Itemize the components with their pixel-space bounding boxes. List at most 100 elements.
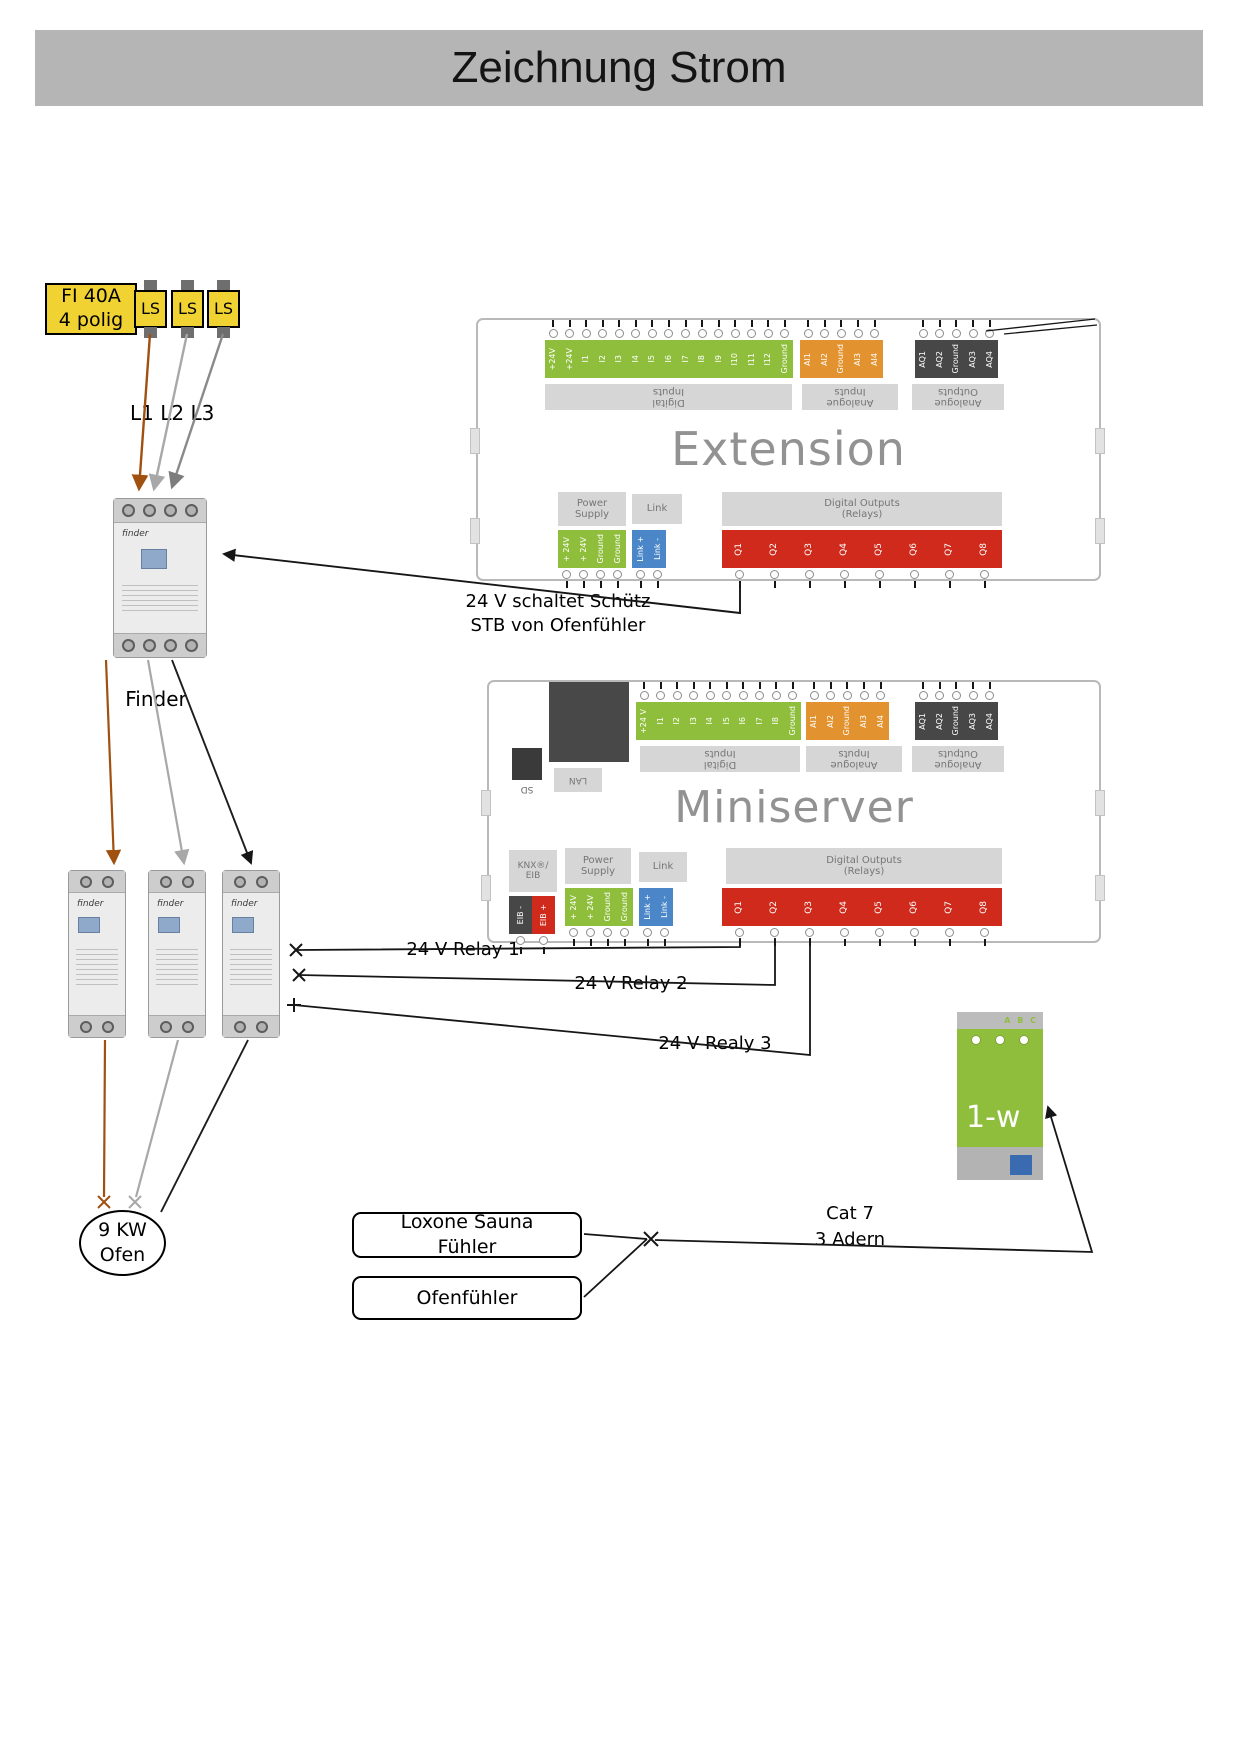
relay3-annotation: 24 V Realy 3 <box>658 1033 772 1054</box>
terminal-screw <box>714 329 724 338</box>
terminal: I7 <box>677 320 694 378</box>
terminal-label-cell: I2 <box>669 702 686 740</box>
terminal-tick <box>972 682 975 689</box>
terminal-label-cell: I11 <box>743 340 760 378</box>
terminal-screw <box>788 691 798 700</box>
terminal-label-cell: AI3 <box>855 702 873 740</box>
ls2-label: LS <box>177 299 198 318</box>
terminal: Q1 <box>722 530 757 588</box>
terminal-label-cell: Q5 <box>862 530 897 568</box>
terminal-tick <box>601 320 604 327</box>
terminal: Link - <box>649 530 666 588</box>
terminal-screw <box>159 875 172 888</box>
terminal-screw <box>747 329 757 338</box>
miniserver-analogue-inputs-bar: Analogue Inputs <box>806 746 902 772</box>
terminal-label-cell: AI1 <box>806 702 823 740</box>
terminal-tick <box>692 682 695 689</box>
terminal-label-cell: Ground <box>616 888 633 926</box>
terminal-screw <box>697 329 707 338</box>
terminal: +24 V <box>636 682 653 740</box>
sauna-sensor-box: Loxone Sauna Fühler <box>352 1211 582 1258</box>
contactor-body: finder <box>114 523 206 633</box>
terminal-tick <box>773 939 776 946</box>
terminal-tick <box>663 939 666 946</box>
terminal-screw <box>122 504 135 517</box>
terminal-tick <box>646 939 649 946</box>
terminal: Ground <box>609 530 626 588</box>
terminal: I6 <box>660 320 678 378</box>
terminal-label: Link - <box>652 538 662 560</box>
terminal-screw <box>656 691 666 700</box>
terminal: I5 <box>718 682 735 740</box>
terminal-label: Ground <box>779 344 789 374</box>
terminal-label: + 24V <box>561 536 571 562</box>
finder-contactor: finder <box>113 498 207 658</box>
terminal-tick <box>840 320 843 327</box>
terminal-label-cell: I12 <box>759 340 777 378</box>
terminal-screw <box>643 928 652 937</box>
relay-indicator <box>232 917 254 933</box>
terminal-tick <box>878 581 881 588</box>
terminal-screw <box>562 570 571 579</box>
terminal-tick <box>639 581 642 588</box>
terminal-screw <box>102 875 115 888</box>
terminal-tick <box>634 320 637 327</box>
terminal-label-cell: I5 <box>644 340 661 378</box>
terminal-screw <box>805 928 814 937</box>
terminal: AQ3 <box>964 682 982 740</box>
terminal-tick <box>829 682 832 689</box>
terminal-label-cell: AQ1 <box>915 340 932 378</box>
terminal-label-cell: Ground <box>784 702 801 740</box>
terminal-label: I4 <box>630 355 640 363</box>
terminal-tick <box>857 320 860 327</box>
terminal-label-cell: I6 <box>660 340 678 378</box>
relay-contactor-3: finder <box>222 870 280 1038</box>
terminal: I4 <box>627 320 645 378</box>
terminal-label-cell: Ground <box>948 702 965 740</box>
terminal-label: Ground <box>951 344 961 374</box>
terminal-label: Q8 <box>979 900 989 914</box>
terminal-screw <box>738 691 748 700</box>
terminal-label-cell: AQ3 <box>964 340 982 378</box>
terminal-tick <box>659 682 662 689</box>
relay-print <box>230 945 272 985</box>
terminal-label: + 24V <box>568 894 578 920</box>
terminal-label: AQ1 <box>918 712 928 730</box>
terminal-label: AI3 <box>853 352 863 366</box>
terminal-label-cell: AQ2 <box>931 702 949 740</box>
terminal-label-cell: Q7 <box>932 888 967 926</box>
sauna-sensor-label: Loxone Sauna Fühler <box>400 1211 534 1258</box>
finder-label: Finder <box>125 687 187 711</box>
finder-brand-label: finder <box>231 899 258 909</box>
miniserver-name: Miniserver <box>674 782 914 833</box>
extension-power-supply-bar: Power Supply <box>558 492 626 526</box>
terminal: Q7 <box>932 888 967 946</box>
terminal-label: I11 <box>746 352 756 366</box>
terminal-tick <box>582 581 585 588</box>
onewire-abc-label: A B C <box>1004 1016 1038 1025</box>
terminal-screw <box>565 329 575 338</box>
fi-breaker-label: FI 40A 4 polig <box>58 285 124 331</box>
terminal: I8 <box>693 320 711 378</box>
terminal-tick <box>783 320 786 327</box>
relay-indicator <box>78 917 100 933</box>
terminal: Q5 <box>862 530 897 588</box>
contactor-bottom-terminals <box>114 633 206 657</box>
terminal-label-cell: + 24V <box>558 530 575 568</box>
terminal-screw <box>859 691 869 700</box>
terminal-screw <box>820 329 830 338</box>
terminal-tick <box>808 939 811 946</box>
contactor-top-terminals <box>114 499 206 523</box>
terminal: AQ1 <box>915 320 932 378</box>
terminal-tick <box>606 939 609 946</box>
terminal-label: AQ2 <box>934 712 944 730</box>
terminal-screw <box>735 570 744 579</box>
terminal-label-cell: AQ4 <box>981 702 998 740</box>
terminal-tick <box>701 320 704 327</box>
terminal-screw <box>598 329 608 338</box>
terminal-label-cell: AQ4 <box>981 340 998 378</box>
